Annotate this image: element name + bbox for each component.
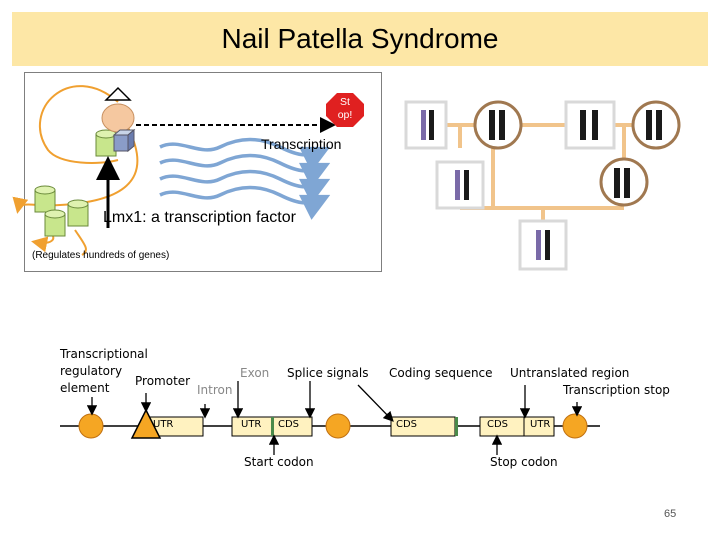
pedigree-square-2 (564, 100, 616, 150)
utr-segment-3 (523, 416, 555, 437)
promoter-triangle (130, 408, 162, 439)
splice-circle (325, 413, 351, 439)
protein-cylinders (34, 129, 117, 237)
promoter-label: Promoter (135, 374, 191, 388)
pedigree-square-1 (404, 100, 448, 150)
title-bar (12, 12, 708, 66)
lmx1-label: Lmx1: a transcription factor (103, 209, 296, 226)
coding-sequence-label: Coding sequence (389, 366, 493, 380)
stop-line-1: St (340, 96, 350, 108)
pedigree-circle-3 (599, 157, 649, 207)
regulatory-element-label: Transcriptional regulatory element (60, 346, 148, 397)
start-codon-label: Start codon (244, 455, 314, 469)
slide-title: Nail Patella Syndrome (221, 23, 499, 54)
regulates-label: (Regulates hundreds of genes) (32, 250, 170, 261)
polymerase-blob (101, 103, 135, 133)
stop-circle (562, 413, 588, 439)
splice-marker (455, 417, 458, 436)
utr-label-2: UTR (241, 419, 262, 430)
stop-sign (326, 93, 364, 127)
cylinder-3 (44, 209, 66, 237)
pedigree-square-3 (435, 160, 485, 210)
cylinder-1 (95, 129, 117, 157)
utr-label-1: UTR (153, 419, 174, 430)
regulatory-line-2: regulatory (60, 364, 123, 378)
mrna-waves (159, 137, 331, 220)
protein-cube (112, 128, 136, 153)
transcription-stop-label: Transcription stop (563, 383, 670, 397)
transcription-label: Transcription (261, 136, 342, 152)
pedigree-circle-2 (631, 100, 681, 150)
cds-label-1: CDS (278, 419, 300, 430)
cds-label-2: CDS (396, 419, 418, 430)
intron-label: Intron (197, 383, 233, 397)
pedigree-square-4 (518, 219, 568, 271)
exon-label: Exon (240, 366, 270, 380)
cylinder-4 (67, 199, 89, 227)
regulatory-element-circle (78, 413, 104, 439)
promoter-triangle-small (104, 86, 132, 101)
pedigree-lines (446, 123, 634, 220)
stop-line-2: op! (337, 109, 353, 121)
untranslated-region-label: Untranslated region (510, 366, 630, 380)
cylinder-2 (34, 185, 56, 213)
start-marker (271, 417, 274, 436)
cds-label-3: CDS (487, 419, 509, 430)
regulatory-line-1: Transcriptional (60, 347, 148, 361)
page-number: 65 (664, 508, 677, 520)
gene-pointer-arrows (86, 381, 583, 455)
pedigree-circle-1 (473, 100, 523, 150)
utr-label-3: UTR (530, 419, 551, 430)
splice-signals-label: Splice signals (287, 366, 369, 380)
regulatory-line-3: element (60, 381, 110, 395)
stop-codon-label: Stop codon (490, 455, 558, 469)
stop-sign-label: St op! (326, 96, 364, 122)
